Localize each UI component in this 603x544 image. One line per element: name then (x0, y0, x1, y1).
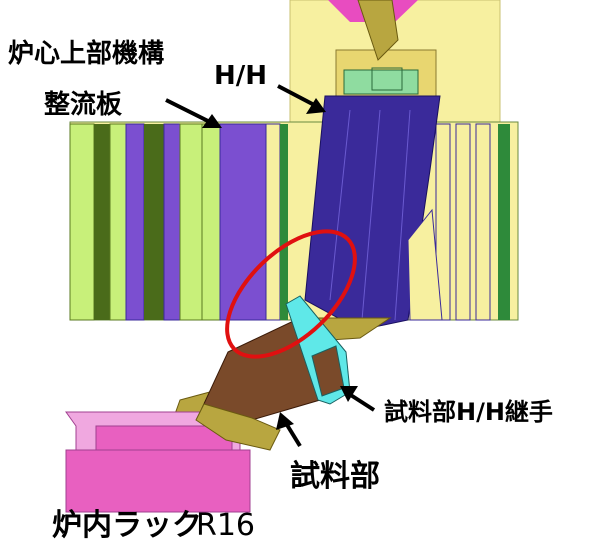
label-rack: 炉内ラック (52, 508, 202, 543)
rectifier-band (69, 121, 519, 321)
highlight-ellipse (225, 229, 357, 359)
sample-joint (285, 295, 351, 405)
arrow-sample (276, 412, 302, 448)
arrow-sample-joint (340, 386, 376, 412)
handling-head (304, 95, 443, 331)
label-rectifier: 整流板 (44, 89, 122, 120)
label-upper-structure: 炉心上部機構 (8, 39, 164, 69)
label-rack-id: R16 (196, 508, 255, 543)
label-sample-joint: 試料部H/H継手 (384, 398, 553, 426)
label-hh: H/H (214, 61, 267, 91)
arrow-hh (277, 84, 326, 114)
arrow-rectifier (165, 98, 222, 128)
label-sample: 試料部 (290, 459, 380, 494)
